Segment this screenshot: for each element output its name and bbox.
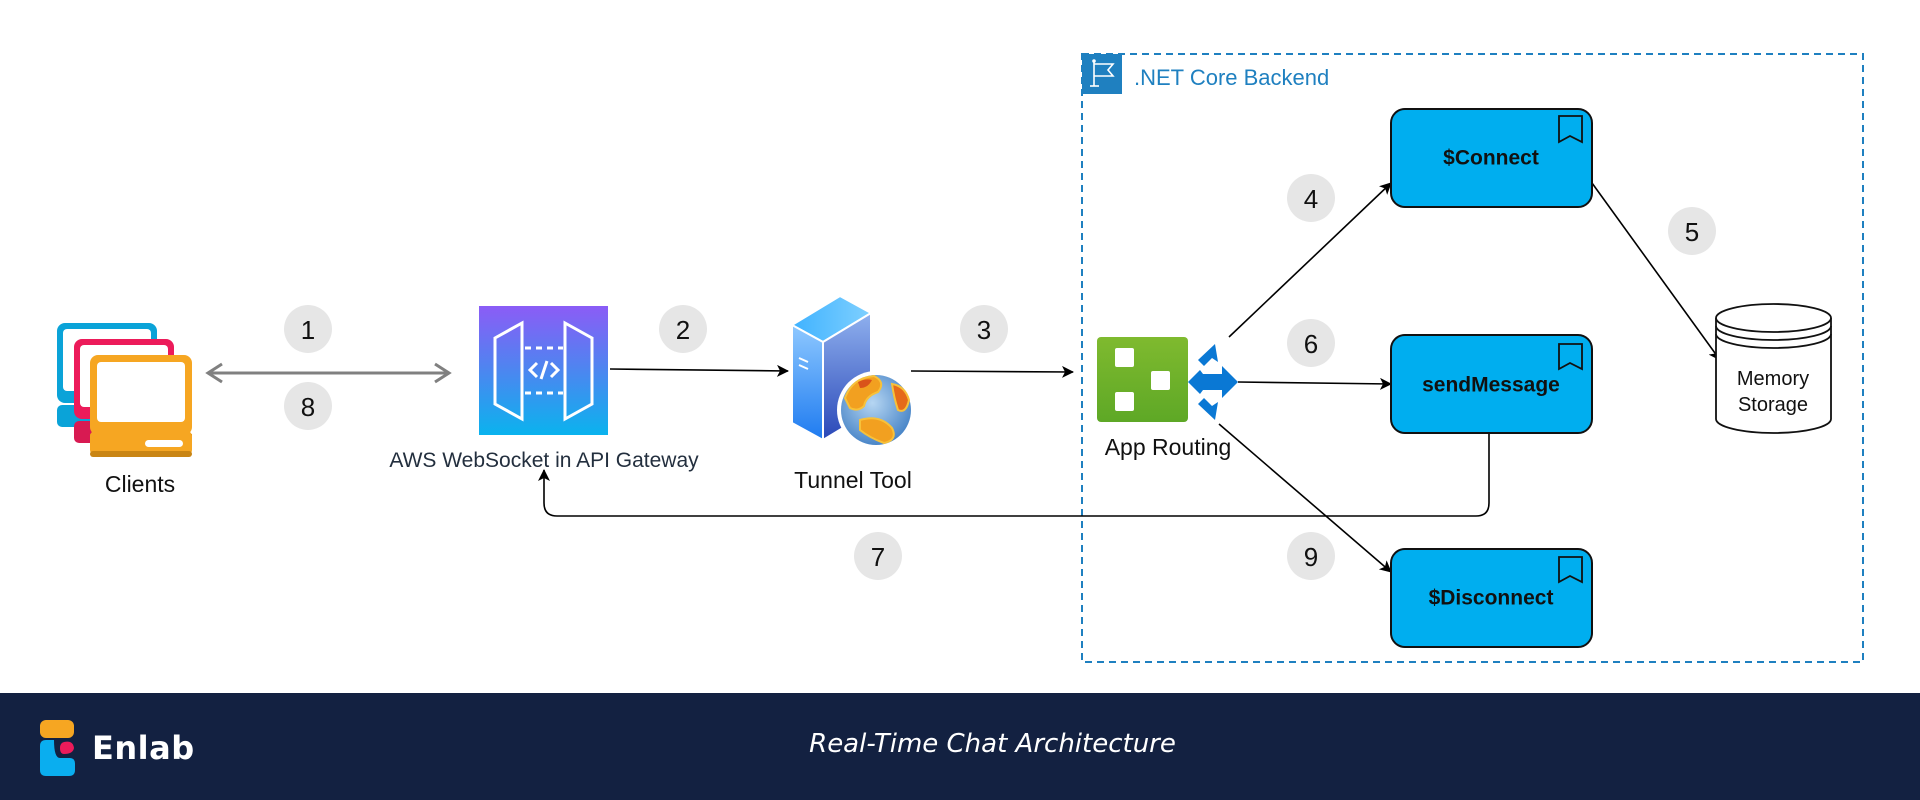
server-globe-icon xyxy=(789,294,915,449)
edge-gateway-tunnel xyxy=(609,364,789,377)
edge-routing-sendmessage xyxy=(1237,377,1392,390)
brand[interactable]: Enlab xyxy=(40,720,195,776)
memory-label-line1: Memory xyxy=(1737,368,1809,390)
memory-label-line2: Storage xyxy=(1738,394,1808,416)
edge-sendmessage-gateway xyxy=(538,433,1490,517)
svg-text:4: 4 xyxy=(1304,184,1318,214)
svg-text:6: 6 xyxy=(1304,329,1318,359)
api-gateway-label: AWS WebSocket in API Gateway xyxy=(389,449,699,472)
edge-connect-memory xyxy=(1591,182,1721,361)
step-badge-3: 3 xyxy=(960,305,1008,353)
api-gateway-node[interactable]: AWS WebSocket in API Gateway xyxy=(389,306,699,472)
computers-icon xyxy=(57,323,192,457)
app-routing-icon xyxy=(1097,337,1238,422)
connect-node[interactable]: $Connect xyxy=(1390,108,1593,208)
edge-tunnel-routing xyxy=(910,365,1074,378)
svg-text:3: 3 xyxy=(977,315,991,345)
database-cylinder-icon xyxy=(1715,303,1832,434)
backend-container: .NET Core Backend xyxy=(1081,53,1864,663)
footer: Enlab Real-Time Chat Architecture xyxy=(0,693,1920,800)
svg-text:9: 9 xyxy=(1304,542,1318,572)
bookmark-icon xyxy=(1558,343,1583,371)
bookmark-icon xyxy=(1558,115,1583,144)
edge-clients-gateway xyxy=(205,362,452,384)
send-message-label: sendMessage xyxy=(1422,374,1560,397)
memory-storage-node[interactable]: Memory Storage xyxy=(1715,303,1832,434)
step-badge-2: 2 xyxy=(659,305,707,353)
footer-title: Real-Time Chat Architecture xyxy=(809,729,1176,759)
svg-text:7: 7 xyxy=(871,542,885,572)
edge-routing-connect xyxy=(1228,182,1392,338)
send-message-node[interactable]: sendMessage xyxy=(1390,334,1593,434)
svg-text:1: 1 xyxy=(301,315,315,345)
routing-label: App Routing xyxy=(1105,434,1232,460)
step-badges: 1 8 2 3 4 5 6 7 9 xyxy=(284,174,1716,580)
enlab-logo-icon xyxy=(40,720,75,776)
step-badge-4: 4 xyxy=(1287,174,1335,222)
tunnel-node[interactable]: Tunnel Tool xyxy=(789,294,915,493)
routing-node[interactable]: App Routing xyxy=(1097,337,1238,460)
brand-name: Enlab xyxy=(92,729,195,767)
clients-node[interactable]: Clients xyxy=(57,323,192,497)
step-badge-8: 8 xyxy=(284,382,332,430)
step-badge-9: 9 xyxy=(1287,532,1335,580)
svg-text:8: 8 xyxy=(301,392,315,422)
disconnect-node[interactable]: $Disconnect xyxy=(1390,548,1593,648)
clients-label: Clients xyxy=(105,471,175,497)
tunnel-label: Tunnel Tool xyxy=(794,467,912,493)
edge-routing-disconnect xyxy=(1218,423,1392,573)
svg-text:2: 2 xyxy=(676,315,690,345)
step-badge-5: 5 xyxy=(1668,207,1716,255)
container-label: .NET Core Backend xyxy=(1134,65,1329,90)
edges xyxy=(205,182,1721,573)
step-badge-6: 6 xyxy=(1287,319,1335,367)
api-gateway-icon xyxy=(479,306,608,435)
flag-icon xyxy=(1082,54,1122,94)
disconnect-label: $Disconnect xyxy=(1429,587,1554,610)
step-badge-7: 7 xyxy=(854,532,902,580)
diagram-canvas: .NET Core Backend xyxy=(57,53,1864,663)
connect-label: $Connect xyxy=(1443,147,1539,170)
svg-text:5: 5 xyxy=(1685,217,1699,247)
step-badge-1: 1 xyxy=(284,305,332,353)
bookmark-icon xyxy=(1558,556,1583,584)
